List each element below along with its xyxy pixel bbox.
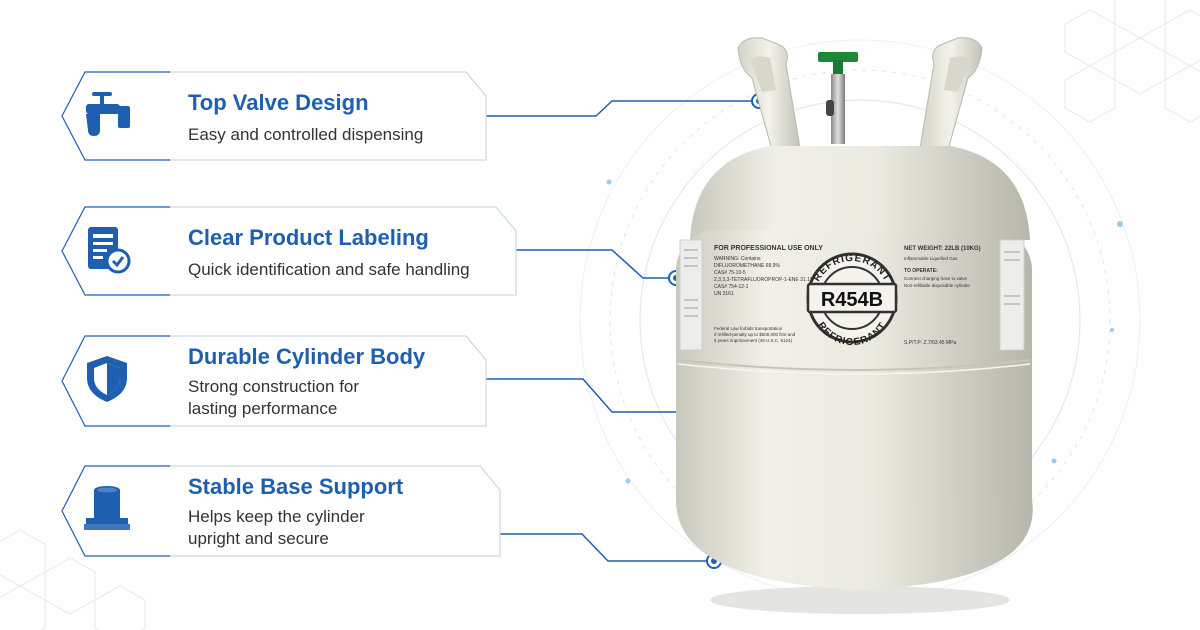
feature-card-stable-base: Stable Base Support Helps keep the cylin… bbox=[58, 464, 501, 557]
feature-title: Clear Product Labeling bbox=[188, 225, 429, 250]
label-right-line: Connect charging hose to valve bbox=[904, 276, 968, 281]
card-frame bbox=[61, 335, 487, 427]
feature-card-clear-labeling: Clear Product Labeling Quick identificat… bbox=[58, 205, 517, 296]
r454b-badge: REFRIGERANT REFRIGERANT R454B bbox=[806, 252, 898, 348]
connector-line-body bbox=[484, 378, 686, 413]
card-frame bbox=[61, 206, 517, 296]
badge-main-text: R454B bbox=[821, 289, 883, 311]
label-left-line: WARNING: Contains bbox=[714, 256, 761, 262]
feature-title: Top Valve Design bbox=[188, 90, 369, 115]
label-right-line: Non-refillable disposable cylinder bbox=[904, 283, 971, 288]
label-right-heading: NET WEIGHT: 22LB (10KG) bbox=[904, 246, 981, 252]
valve-knob bbox=[818, 52, 858, 62]
feature-title: Durable Cylinder Body bbox=[188, 344, 426, 369]
connector-line-valve bbox=[484, 100, 758, 117]
label-left-footer: Federal Law forbids transportation bbox=[714, 326, 783, 331]
feature-description: Quick identification and safe handling bbox=[188, 260, 470, 279]
shield-icon bbox=[87, 356, 127, 402]
label-left-footer: if refilled-penalty up to $500,000 fine … bbox=[714, 332, 796, 337]
faucet-icon bbox=[86, 92, 130, 136]
label-left-line: 2,3,3,3-TETRAFLUOROPROP-1-ENE 31.1% bbox=[714, 277, 815, 283]
label-right-line: Inflammable Liquefied Gas bbox=[904, 256, 958, 261]
feature-description: Easy and controlled dispensing bbox=[188, 125, 424, 144]
feature-description: Helps keep the cylinder upright and secu… bbox=[188, 507, 365, 548]
label-left-footer: 5 years imprisonment (49 U.S.C. 5124) bbox=[714, 338, 793, 343]
label-left-line: DIFLUOROMETHANE 68.9% bbox=[714, 263, 780, 269]
feature-card-durable-body: Durable Cylinder Body Strong constructio… bbox=[58, 334, 498, 427]
base-stand-icon bbox=[84, 486, 130, 530]
connector-line-label bbox=[514, 249, 676, 279]
connector-line-base bbox=[498, 533, 714, 562]
feature-title: Stable Base Support bbox=[188, 474, 404, 499]
label-left-heading: FOR PROFESSIONAL USE ONLY bbox=[714, 245, 823, 252]
document-check-icon bbox=[88, 227, 131, 274]
label-left-line: UN 3161 bbox=[714, 291, 734, 297]
label-right-footer: S.P/T.P: Z.7/63.45 MPa bbox=[904, 340, 956, 346]
label-left-line: CAS# 754-12-1 bbox=[714, 284, 749, 290]
feature-description: Strong construction for lasting performa… bbox=[188, 377, 360, 418]
feature-card-top-valve: Top Valve Design Easy and controlled dis… bbox=[58, 70, 498, 161]
label-right-line: TO OPERATE: bbox=[904, 268, 938, 274]
card-frame bbox=[61, 465, 501, 557]
label-left-line: CAS# 75-10-5 bbox=[714, 270, 746, 276]
